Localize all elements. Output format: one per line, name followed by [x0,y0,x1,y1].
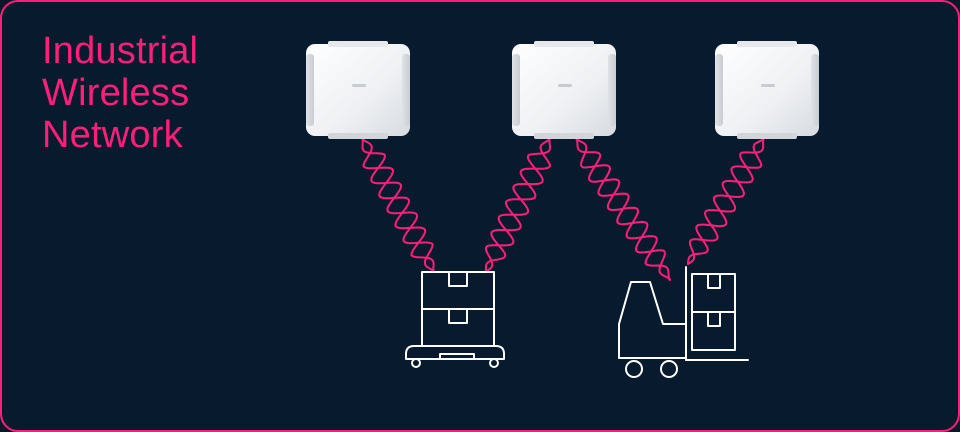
wireless-access-point-icon [715,41,819,139]
wireless-link-1-strand-2 [362,138,434,272]
wireless-link-2-strand-1 [486,138,550,272]
wireless-link-4-strand-2 [688,138,764,264]
agv-cart-with-boxes-icon [406,272,504,367]
wireless-link-4-strand-1 [688,138,764,264]
wireless-link-1-strand-1 [362,138,434,272]
access-point-3 [715,41,819,139]
wireless-link-3-strand-2 [576,138,670,280]
wireless-link-2-strand-2 [486,138,550,272]
access-point-1 [306,41,410,139]
wireless-access-point-icon [306,41,410,139]
forklift-with-boxes-icon [619,267,748,377]
access-point-2 [512,41,616,139]
wireless-access-point-icon [512,41,616,139]
wireless-links [362,138,764,280]
